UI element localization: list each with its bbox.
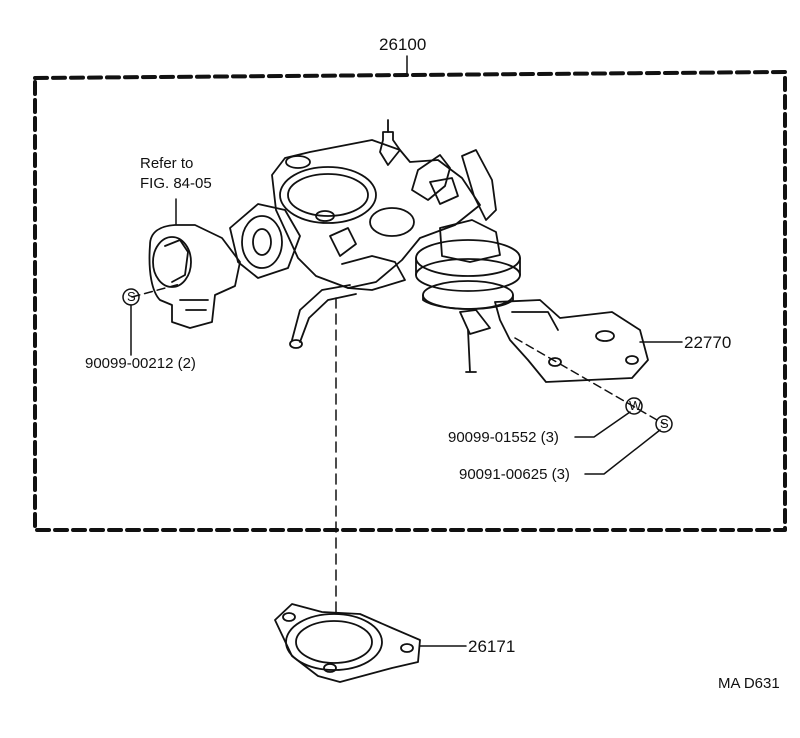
throttle-body [229, 119, 497, 349]
screw-symbol-left-letter: S [127, 289, 136, 304]
leader-90091-00625 [584, 429, 661, 475]
leader-90099-01552 [574, 411, 631, 438]
part-label-90099-00212: 90099-00212 (2) [85, 355, 196, 372]
dashpot-bracket-assembly [415, 219, 649, 383]
footer-code: MA D631 [718, 675, 780, 692]
throttle-body-gasket [274, 603, 421, 683]
part-label-26171: 26171 [468, 637, 516, 656]
screw-symbol-right [655, 415, 673, 433]
washer-symbol-letter: W [629, 398, 642, 413]
bracket-screw-dash-line [514, 337, 665, 425]
washer-symbol [625, 397, 643, 415]
part-label-90091-00625: 90091-00625 (3) [459, 466, 570, 483]
sensor-screw-dash-line [131, 283, 181, 298]
refer-note-line2: FIG. 84-05 [140, 175, 212, 192]
throttle-position-sensor [148, 198, 241, 329]
refer-note-line1: Refer to [140, 155, 194, 172]
assembly-boundary-box [33, 70, 787, 532]
screw-symbol-right-letter: S [660, 416, 669, 431]
assembly-number-label: 26100 [379, 35, 427, 54]
part-label-22770: 22770 [684, 333, 732, 352]
part-label-90099-01552: 90099-01552 (3) [448, 429, 559, 446]
